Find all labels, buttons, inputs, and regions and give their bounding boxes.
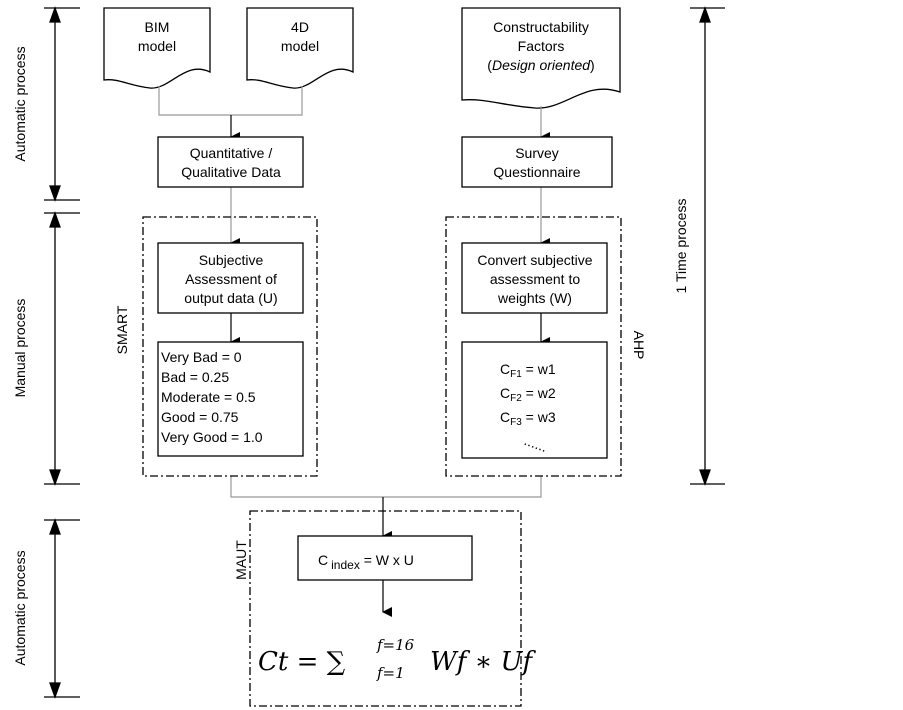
total-formula: Ct = ∑	[258, 647, 346, 677]
quant-line1: Quantitative /	[190, 145, 273, 161]
ratings-box	[157, 341, 304, 457]
ahp-group	[445, 216, 622, 477]
cindex-box	[297, 535, 473, 581]
rating-good: Good = 0.75	[161, 409, 239, 425]
doc-cf-line3: (Design oriented)	[487, 57, 594, 73]
ahp-label: AHP	[631, 331, 647, 360]
doc-4d-line2: model	[281, 38, 319, 54]
quant-box	[157, 136, 304, 188]
convert-line2: assessment to	[490, 271, 580, 287]
label-manual: Manual process	[12, 299, 28, 398]
doc-bim-line1: BIM	[145, 19, 170, 35]
subjective-line1: Subjective	[199, 252, 264, 268]
maut-group	[249, 510, 522, 707]
doc-4d	[246, 7, 354, 89]
maut-label: MAUT	[233, 540, 249, 580]
doc-bim	[103, 7, 211, 89]
label-automatic-top: Automatic process	[12, 46, 28, 161]
weight-cf3: CF3 = w3	[500, 409, 556, 428]
rating-moderate: Moderate = 0.5	[161, 389, 256, 405]
convert-box	[461, 242, 608, 314]
weight-cf1: CF1 = w1	[500, 361, 556, 380]
rating-bad: Bad = 0.25	[161, 369, 229, 385]
convert-line3: weights (W)	[497, 290, 572, 306]
label-one-time: 1 Time process	[673, 199, 689, 294]
left-timeline	[44, 6, 80, 699]
smart-label: SMART	[114, 305, 130, 354]
rating-very-good: Very Good = 1.0	[161, 429, 263, 445]
weight-cf2: CF2 = w2	[500, 385, 556, 404]
doc-4d-line1: 4D	[291, 19, 309, 35]
doc-cf-line2: Factors	[518, 38, 565, 54]
subjective-line3: output data (U)	[184, 290, 277, 306]
weights-box	[461, 341, 608, 459]
doc-constructability	[461, 7, 621, 109]
connectors	[158, 86, 550, 617]
convert-line1: Convert subjective	[477, 252, 592, 268]
doc-bim-line2: model	[138, 38, 176, 54]
subjective-box	[157, 242, 304, 314]
quant-line2: Qualitative Data	[181, 164, 281, 180]
smart-group	[142, 216, 318, 477]
survey-line1: Survey	[515, 145, 559, 161]
survey-line2: Questionnaire	[493, 164, 580, 180]
subjective-line2: Assessment of	[185, 271, 277, 287]
doc-cf-line1: Constructability	[493, 19, 589, 35]
weights-ellipsis: ......	[522, 432, 549, 455]
formula-rhs: Wf ∗ Uf	[430, 647, 536, 677]
sum-upper-limit: f=16	[376, 636, 415, 654]
sum-lower-limit: f=1	[376, 664, 405, 682]
label-automatic-bottom: Automatic process	[12, 550, 28, 665]
rating-very-bad: Very Bad = 0	[161, 349, 242, 365]
survey-box	[461, 136, 613, 188]
right-timeline	[690, 6, 725, 486]
